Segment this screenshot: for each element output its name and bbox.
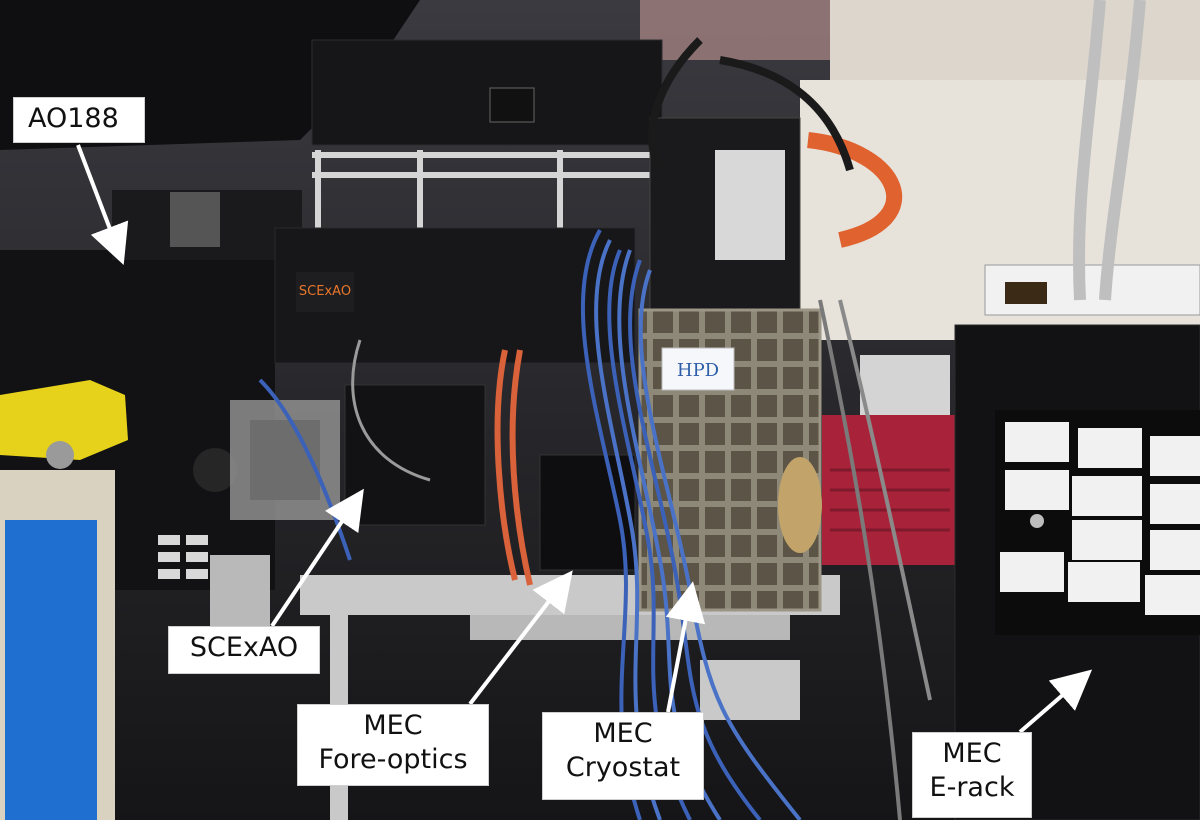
fore-optics-box <box>344 384 486 526</box>
label-mec-fore-optics: MEC Fore-optics <box>297 704 489 786</box>
scexao-logo: SCExAO <box>299 284 351 299</box>
silver-frame <box>312 150 665 230</box>
scexao-logo-plate <box>296 272 354 312</box>
label-mec-cryostat: MEC Cryostat <box>542 712 704 800</box>
pulse-tube-head <box>715 150 785 260</box>
pink-curtain <box>640 0 830 60</box>
brass-flange <box>778 457 822 553</box>
label-ao188: AO188 <box>13 97 145 143</box>
pump-fins <box>830 468 950 532</box>
label-mec-fore-line2: Fore-optics <box>318 744 468 775</box>
label-mec-fore-line1: MEC <box>363 710 423 741</box>
label-scexao: SCExAO <box>168 626 320 674</box>
connector-panel <box>158 535 208 579</box>
braided-hoses <box>1073 0 1146 301</box>
hpd-badge: HPD <box>677 360 719 381</box>
hpd-badge-plate <box>661 347 735 391</box>
label-mec-erack-line2: E-rack <box>929 772 1015 803</box>
valve-assembly <box>860 355 950 415</box>
label-mec-cryo-line2: Cryostat <box>565 752 681 783</box>
fan-unit <box>170 192 220 247</box>
label-mec-cryo-line1: MEC <box>593 718 653 749</box>
optics-mechanics <box>193 400 340 520</box>
yellow-robot <box>0 380 128 460</box>
label-mec-erack: MEC E-rack <box>912 732 1032 818</box>
label-scexao-text: SCExAO <box>189 632 299 663</box>
label-mec-erack-line1: MEC <box>942 738 1002 769</box>
blue-cabinet-panel <box>5 520 97 820</box>
enclosure-sticker <box>489 87 535 123</box>
label-ao188-text: AO188 <box>28 103 119 134</box>
erack-stickers <box>1000 422 1200 615</box>
top-enclosure <box>311 39 663 146</box>
